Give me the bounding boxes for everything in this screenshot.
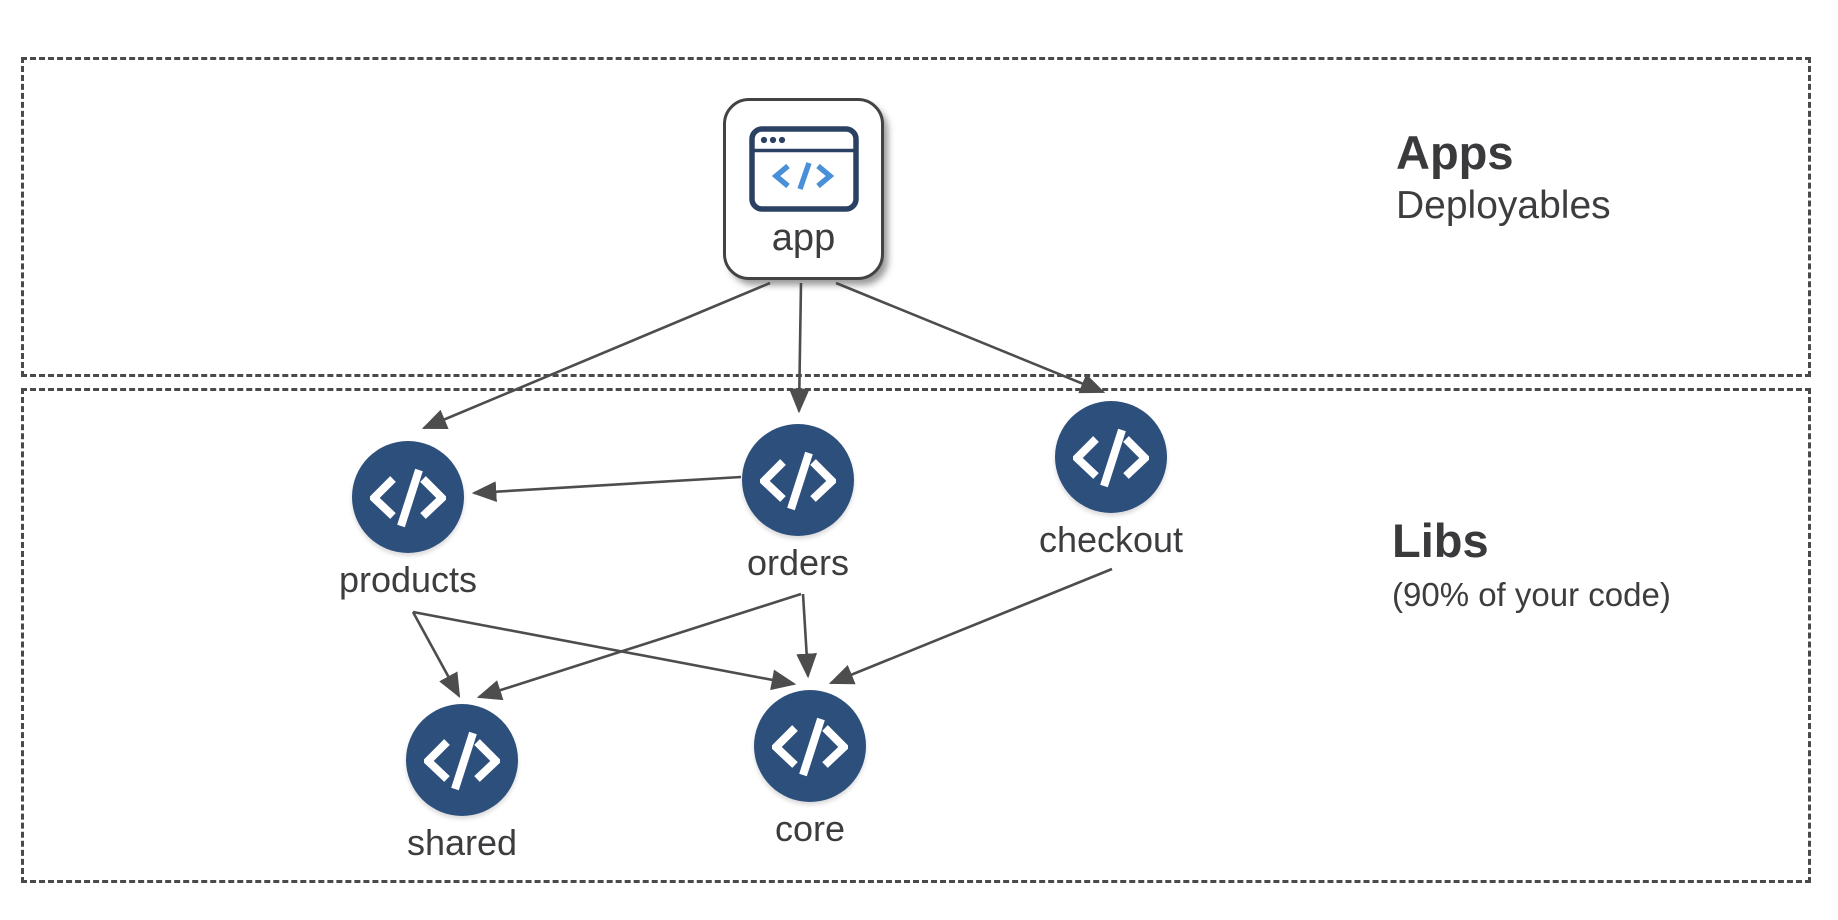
node-label: products [338, 559, 478, 600]
node-label: checkout [1038, 519, 1184, 560]
code-chevrons-icon [424, 731, 500, 791]
node-label: app [771, 217, 836, 259]
code-chevrons-icon [772, 717, 848, 777]
node-label: orders [746, 542, 850, 583]
code-chevrons-icon [370, 468, 446, 528]
node-products: products [339, 441, 477, 600]
browser-code-icon [748, 126, 859, 212]
libs-section-subtitle: (90% of your code) [1392, 576, 1671, 614]
edge-app-to-orders [788, 282, 810, 414]
apps-section-label: Apps Deployables [1396, 126, 1611, 230]
apps-section-box [21, 57, 1811, 377]
libs-section-title: Libs [1392, 514, 1489, 567]
libs-section-box [21, 388, 1811, 883]
code-chevrons-icon [760, 451, 836, 511]
lib-circle [754, 690, 866, 802]
lib-circle [742, 424, 854, 536]
node-checkout: checkout [1039, 401, 1183, 560]
apps-section-subtitle: Deployables [1396, 184, 1611, 228]
code-chevrons-icon [1073, 428, 1149, 488]
lib-circle [352, 441, 464, 553]
node-core: core [754, 690, 866, 849]
lib-circle [406, 704, 518, 816]
apps-section-title: Apps [1396, 126, 1514, 179]
edge-products-to-shared [411, 611, 461, 699]
node-label: core [774, 808, 846, 849]
edge-orders-to-core [796, 593, 818, 679]
edge-checkout-to-core [828, 567, 1113, 685]
edge-orders-to-shared [476, 592, 802, 701]
node-label: shared [406, 822, 518, 863]
edge-app-to-products [421, 281, 771, 430]
libs-section-label: Libs (90% of your code) [1392, 514, 1671, 615]
node-shared: shared [406, 704, 518, 863]
node-app: app [723, 98, 884, 280]
edge-products-to-core [412, 610, 797, 691]
node-orders: orders [742, 424, 854, 583]
edge-app-to-checkout [835, 281, 1106, 394]
lib-circle [1055, 401, 1167, 513]
edge-orders-to-products [471, 475, 742, 503]
